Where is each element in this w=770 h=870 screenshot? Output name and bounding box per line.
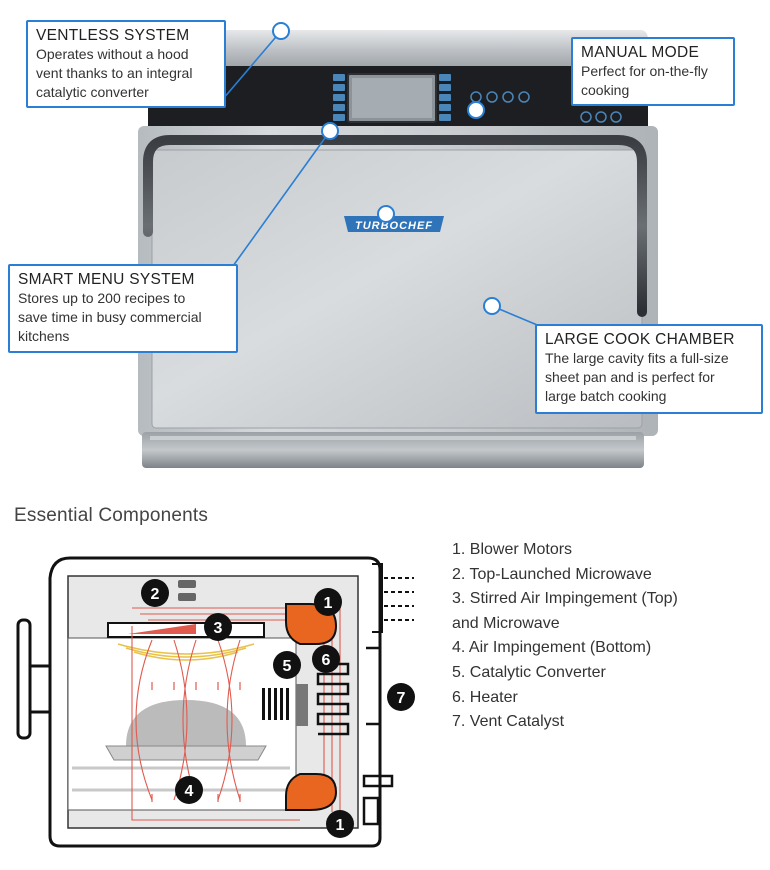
marker-4: 4 <box>175 776 203 804</box>
callout-title: VENTLESS SYSTEM <box>36 27 190 44</box>
callout-body-line: Stores up to 200 recipes to <box>18 290 186 306</box>
svg-text:1: 1 <box>336 817 345 834</box>
callout-smart-menu-system: SMART MENU SYSTEM Stores up to 200 recip… <box>8 264 238 353</box>
components-list: 1. Blower Motors 2. Top-Launched Microwa… <box>452 538 752 735</box>
door-handle <box>143 135 647 317</box>
marker-2: 2 <box>141 579 169 607</box>
callout-body-line: large batch cooking <box>545 388 667 404</box>
component-item: 3. Stirred Air Impingement (Top) <box>452 590 678 608</box>
component-diagram: 2 1 3 5 6 7 4 1 <box>16 556 415 848</box>
component-item: 6. Heater <box>452 688 518 706</box>
leader-ventless <box>216 30 282 107</box>
marker-5: 5 <box>273 651 301 679</box>
section-title: Essential Components <box>14 505 209 526</box>
svg-text:TURBOCHEF: TURBOCHEF <box>355 220 433 232</box>
marker-3: 3 <box>204 613 232 641</box>
callout-body-line: catalytic converter <box>36 84 149 100</box>
hotspot-ventless[interactable] <box>272 22 290 40</box>
callout-manual-mode: MANUAL MODE Perfect for on-the-fly cooki… <box>571 37 735 106</box>
component-item: 7. Vent Catalyst <box>452 713 565 731</box>
catalytic-converter <box>262 688 289 720</box>
marker-1-bottom: 1 <box>326 810 354 838</box>
microwave-waves <box>117 643 255 661</box>
callout-body-line: Perfect for on-the-fly <box>581 63 708 79</box>
callout-body-line: cooking <box>581 82 630 98</box>
callout-ventless-system: VENTLESS SYSTEM Operates without a hood … <box>26 20 226 108</box>
component-item: and Microwave <box>452 614 560 632</box>
sheet-pan <box>105 745 267 761</box>
marker-1-top: 1 <box>314 588 342 616</box>
callout-title: SMART MENU SYSTEM <box>18 271 195 288</box>
callout-body-line: The large cavity fits a full-size <box>545 350 729 366</box>
hotspot-chamber[interactable] <box>483 297 501 315</box>
callout-body-line: Operates without a hood <box>36 46 189 62</box>
svg-text:5: 5 <box>283 658 292 675</box>
soft-keys-right <box>439 74 451 121</box>
leader-chamber <box>491 305 543 328</box>
blower-motor-bottom <box>285 773 338 811</box>
hotspot-logo[interactable] <box>377 205 395 223</box>
component-item: 2. Top-Launched Microwave <box>452 565 652 583</box>
svg-text:3: 3 <box>214 620 223 637</box>
soft-keys-left <box>333 74 345 121</box>
food-item <box>126 700 246 746</box>
manual-buttons <box>470 91 622 123</box>
oven-base <box>142 432 644 468</box>
oven-illustration: i5 TURBOCHEF <box>138 22 658 468</box>
svg-text:2: 2 <box>151 586 160 603</box>
component-item: 5. Catalytic Converter <box>452 663 606 681</box>
callout-title: LARGE COOK CHAMBER <box>545 331 735 348</box>
component-item: 1. Blower Motors <box>452 541 573 558</box>
marker-7: 7 <box>387 683 415 711</box>
callout-body-line: vent thanks to an integral <box>36 65 193 81</box>
hotspot-smart-menu[interactable] <box>321 122 339 140</box>
component-item: 4. Air Impingement (Bottom) <box>452 639 652 657</box>
hotspot-manual[interactable] <box>467 101 485 119</box>
hotspots <box>272 22 501 315</box>
callout-body-line: kitchens <box>18 328 70 344</box>
svg-text:4: 4 <box>185 783 194 800</box>
svg-text:6: 6 <box>322 652 331 669</box>
callout-body-line: save time in busy commercial <box>18 309 202 325</box>
svg-text:1: 1 <box>324 595 333 612</box>
number-markers: 2 1 3 5 6 7 4 1 <box>141 579 415 838</box>
brand-logo: TURBOCHEF <box>344 216 444 232</box>
callout-body-line: sheet pan and is perfect for <box>545 369 715 385</box>
leader-smart-menu <box>232 130 331 267</box>
callout-title: MANUAL MODE <box>581 44 700 61</box>
svg-text:7: 7 <box>397 690 406 707</box>
marker-6: 6 <box>312 645 340 673</box>
callout-large-cook-chamber: LARGE COOK CHAMBER The large cavity fits… <box>535 324 763 414</box>
heater-coil <box>316 662 350 736</box>
